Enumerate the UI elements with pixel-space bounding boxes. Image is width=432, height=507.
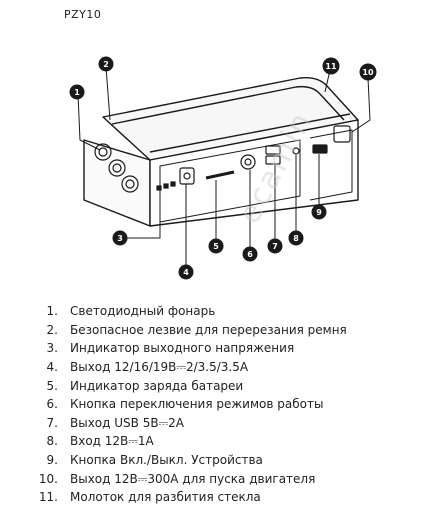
- legend-text: Выход 12В⎓300A для пуска двигателя: [70, 471, 316, 486]
- legend-item: 2. Безопасное лезвие для перерезания ремн…: [26, 321, 426, 340]
- legend-number: 7.: [46, 415, 58, 430]
- callout-5: 5: [208, 238, 224, 254]
- legend-text: Кнопка Вкл./Выкл. Устройства: [70, 453, 263, 468]
- legend-text: Молоток для разбития стекла: [70, 490, 261, 505]
- legend-text: Кнопка переключения режимов работы: [70, 397, 324, 412]
- legend-item: 5. Индикатор заряда батареи: [26, 376, 426, 395]
- svg-text:10: 10: [362, 68, 374, 77]
- legend-text: Индикатор заряда батареи: [70, 378, 244, 393]
- legend-item: 6. Кнопка переключения режимов работы: [26, 395, 426, 414]
- device-body: [83, 76, 359, 227]
- legend-text: Выход 12/16/19В⎓2/3.5/3.5A: [70, 360, 249, 375]
- legend-item: 9. Кнопка Вкл./Выкл. Устройства: [26, 451, 426, 470]
- callout-8: 8: [288, 230, 304, 246]
- legend-item: 1. Светодиодный фонарь: [26, 302, 426, 321]
- callout-6: 6: [242, 246, 258, 262]
- legend-text: Выход USB 5В⎓2A: [70, 415, 184, 430]
- legend-list: 1. Светодиодный фонарь 2. Безопасное лезвие…: [26, 302, 426, 507]
- legend-text: Индикатор выходного напряжения: [70, 341, 295, 356]
- svg-text:11: 11: [325, 62, 337, 71]
- legend-item: 8. Вход 12В⎓1A: [26, 432, 426, 451]
- legend-item: 4. Выход 12/16/19В⎓2/3.5/3.5A: [26, 358, 426, 377]
- legend-number: 6.: [46, 397, 58, 412]
- svg-text:8: 8: [293, 234, 299, 243]
- callout-7: 7: [267, 238, 283, 254]
- svg-text:6: 6: [247, 250, 253, 259]
- callout-11: 11: [322, 57, 340, 75]
- legend-item: 7. Выход USB 5В⎓2A: [26, 414, 426, 433]
- legend-number: 5.: [46, 378, 58, 393]
- legend-number: 1.: [46, 304, 58, 319]
- svg-text:5: 5: [213, 242, 219, 251]
- legend-number: 3.: [46, 341, 58, 356]
- svg-text:7: 7: [272, 242, 278, 251]
- legend-number: 10.: [38, 471, 58, 486]
- callout-10: 10: [359, 63, 377, 81]
- legend-number: 11.: [38, 490, 58, 505]
- legend-number: 9.: [46, 453, 58, 468]
- side-ports: [156, 125, 351, 191]
- legend-text: Безопасное лезвие для перерезания ремня: [70, 322, 347, 337]
- legend-number: 8.: [46, 434, 58, 449]
- svg-text:2: 2: [103, 60, 109, 69]
- callout-1: 1: [69, 84, 85, 100]
- legend-number: 4.: [46, 360, 58, 375]
- legend-text: Светодиодный фонарь: [70, 304, 216, 319]
- legend-item: 11. Молоток для разбития стекла: [26, 488, 426, 507]
- callout-4: 4: [178, 264, 194, 280]
- svg-text:1: 1: [74, 88, 80, 97]
- callout-2: 2: [98, 56, 114, 72]
- svg-text:4: 4: [183, 268, 189, 277]
- device-diagram: 1 2 3 4 5 6 7 8 9 10 11: [69, 56, 377, 280]
- model-label: PZY10: [64, 8, 102, 21]
- callout-3: 3: [112, 230, 128, 246]
- front-ports: [94, 143, 139, 193]
- svg-text:9: 9: [316, 208, 322, 217]
- legend-number: 2.: [46, 322, 58, 337]
- legend-item: 3. Индикатор выходного напряжения: [26, 339, 426, 358]
- legend-item: 10. Выход 12В⎓300A для пуска двигателя: [26, 469, 426, 488]
- svg-text:3: 3: [117, 234, 123, 243]
- legend-text: Вход 12В⎓1A: [70, 434, 154, 449]
- callout-9: 9: [311, 204, 327, 220]
